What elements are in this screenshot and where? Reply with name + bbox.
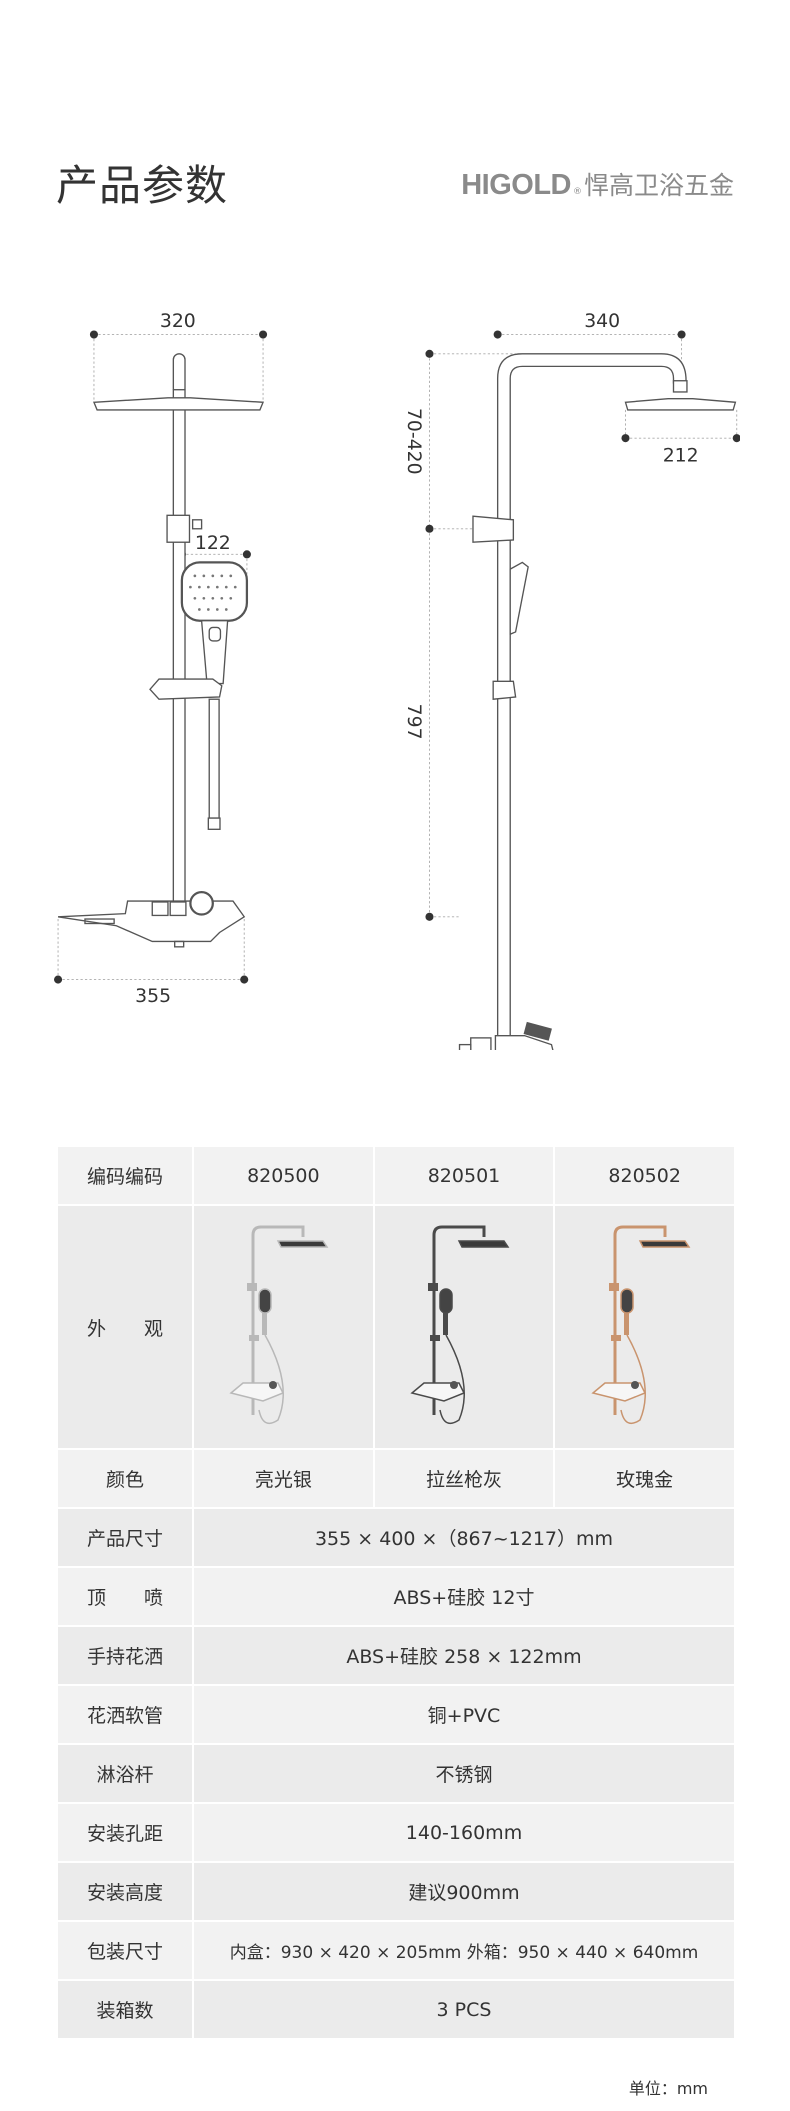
dim-hand-width: 122: [195, 533, 231, 554]
product-image-silver: [192, 1204, 375, 1450]
logo-brand: HIGOLD: [461, 169, 571, 201]
dim-arm-length: 340: [584, 311, 620, 332]
row-value: 3 PCS: [192, 1979, 736, 2040]
color-cell: 亮光银: [192, 1448, 375, 1509]
table-row: 编码编码 820500 820501 820502: [56, 1145, 736, 1206]
row-label: 外 观: [56, 1204, 194, 1450]
color-cell: 玫瑰金: [553, 1448, 736, 1509]
row-value: 355 × 400 ×（867~1217）mm: [192, 1507, 736, 1568]
dimension-drawing: 320 122 355 340: [54, 311, 740, 1050]
dim-height: 797: [403, 704, 424, 740]
row-label: 安装高度: [56, 1861, 194, 1922]
row-value: 铜+PVC: [192, 1684, 736, 1745]
table-row: 包装尺寸内盒：930 × 420 × 205mm 外箱：950 × 440 × …: [56, 1920, 736, 1981]
side-view: 340 212 70-420 797: [403, 311, 740, 1050]
logo-registered: ®: [572, 187, 582, 197]
row-label: 花洒软管: [56, 1684, 194, 1745]
spray-holes: [189, 574, 237, 611]
row-label: 安装孔距: [56, 1802, 194, 1863]
shower-image: [229, 1225, 329, 1424]
dim-head-width: 320: [160, 311, 196, 332]
row-label: 淋浴杆: [56, 1743, 194, 1804]
table-row: 颜色 亮光银 拉丝枪灰 玫瑰金: [56, 1448, 736, 1509]
row-value: 内盒：930 × 420 × 205mm 外箱：950 × 440 × 640m…: [192, 1920, 736, 1981]
row-label: 装箱数: [56, 1979, 194, 2040]
page-title: 产品参数: [56, 161, 229, 210]
row-label: 包装尺寸: [56, 1920, 194, 1981]
logo-chinese: 悍高卫浴五金: [583, 171, 734, 200]
code-cell: 820502: [553, 1145, 736, 1206]
code-cell: 820500: [192, 1145, 375, 1206]
row-value: 建议900mm: [192, 1861, 736, 1922]
table-row: 安装高度建议900mm: [56, 1861, 736, 1922]
row-label: 编码编码: [56, 1145, 194, 1206]
table-row: 淋浴杆不锈钢: [56, 1743, 736, 1804]
row-label: 手持花洒: [56, 1625, 194, 1686]
row-value: 140-160mm: [192, 1802, 736, 1863]
row-value: ABS+硅胶 12寸: [192, 1566, 736, 1627]
row-label: 颜色: [56, 1448, 194, 1509]
product-image-rose-gold: [553, 1204, 736, 1450]
row-value: ABS+硅胶 258 × 122mm: [192, 1625, 736, 1686]
product-image-gunmetal: [372, 1204, 556, 1450]
table-row: 外 观: [56, 1204, 736, 1450]
front-view: 320 122 355: [54, 311, 268, 1007]
shower-image: [410, 1225, 510, 1424]
shower-image: [591, 1225, 691, 1424]
brand-logo: HIGOLD ® 悍高卫浴五金: [461, 166, 734, 202]
row-label: 顶 喷: [56, 1566, 194, 1627]
unit-note: 单位：mm: [628, 2079, 708, 2098]
row-value: 不锈钢: [192, 1743, 736, 1804]
color-cell: 拉丝枪灰: [372, 1448, 556, 1509]
code-cell: 820501: [372, 1145, 556, 1206]
spec-table: 编码编码 820500 820501 820502 外 观 颜色 亮光银 拉丝枪…: [56, 1145, 736, 2040]
dim-adjust-range: 70-420: [403, 408, 424, 475]
dim-head-depth: 212: [663, 445, 699, 466]
row-label: 产品尺寸: [56, 1507, 194, 1568]
table-row: 花洒软管铜+PVC: [56, 1684, 736, 1745]
dim-console-width: 355: [135, 986, 171, 1007]
